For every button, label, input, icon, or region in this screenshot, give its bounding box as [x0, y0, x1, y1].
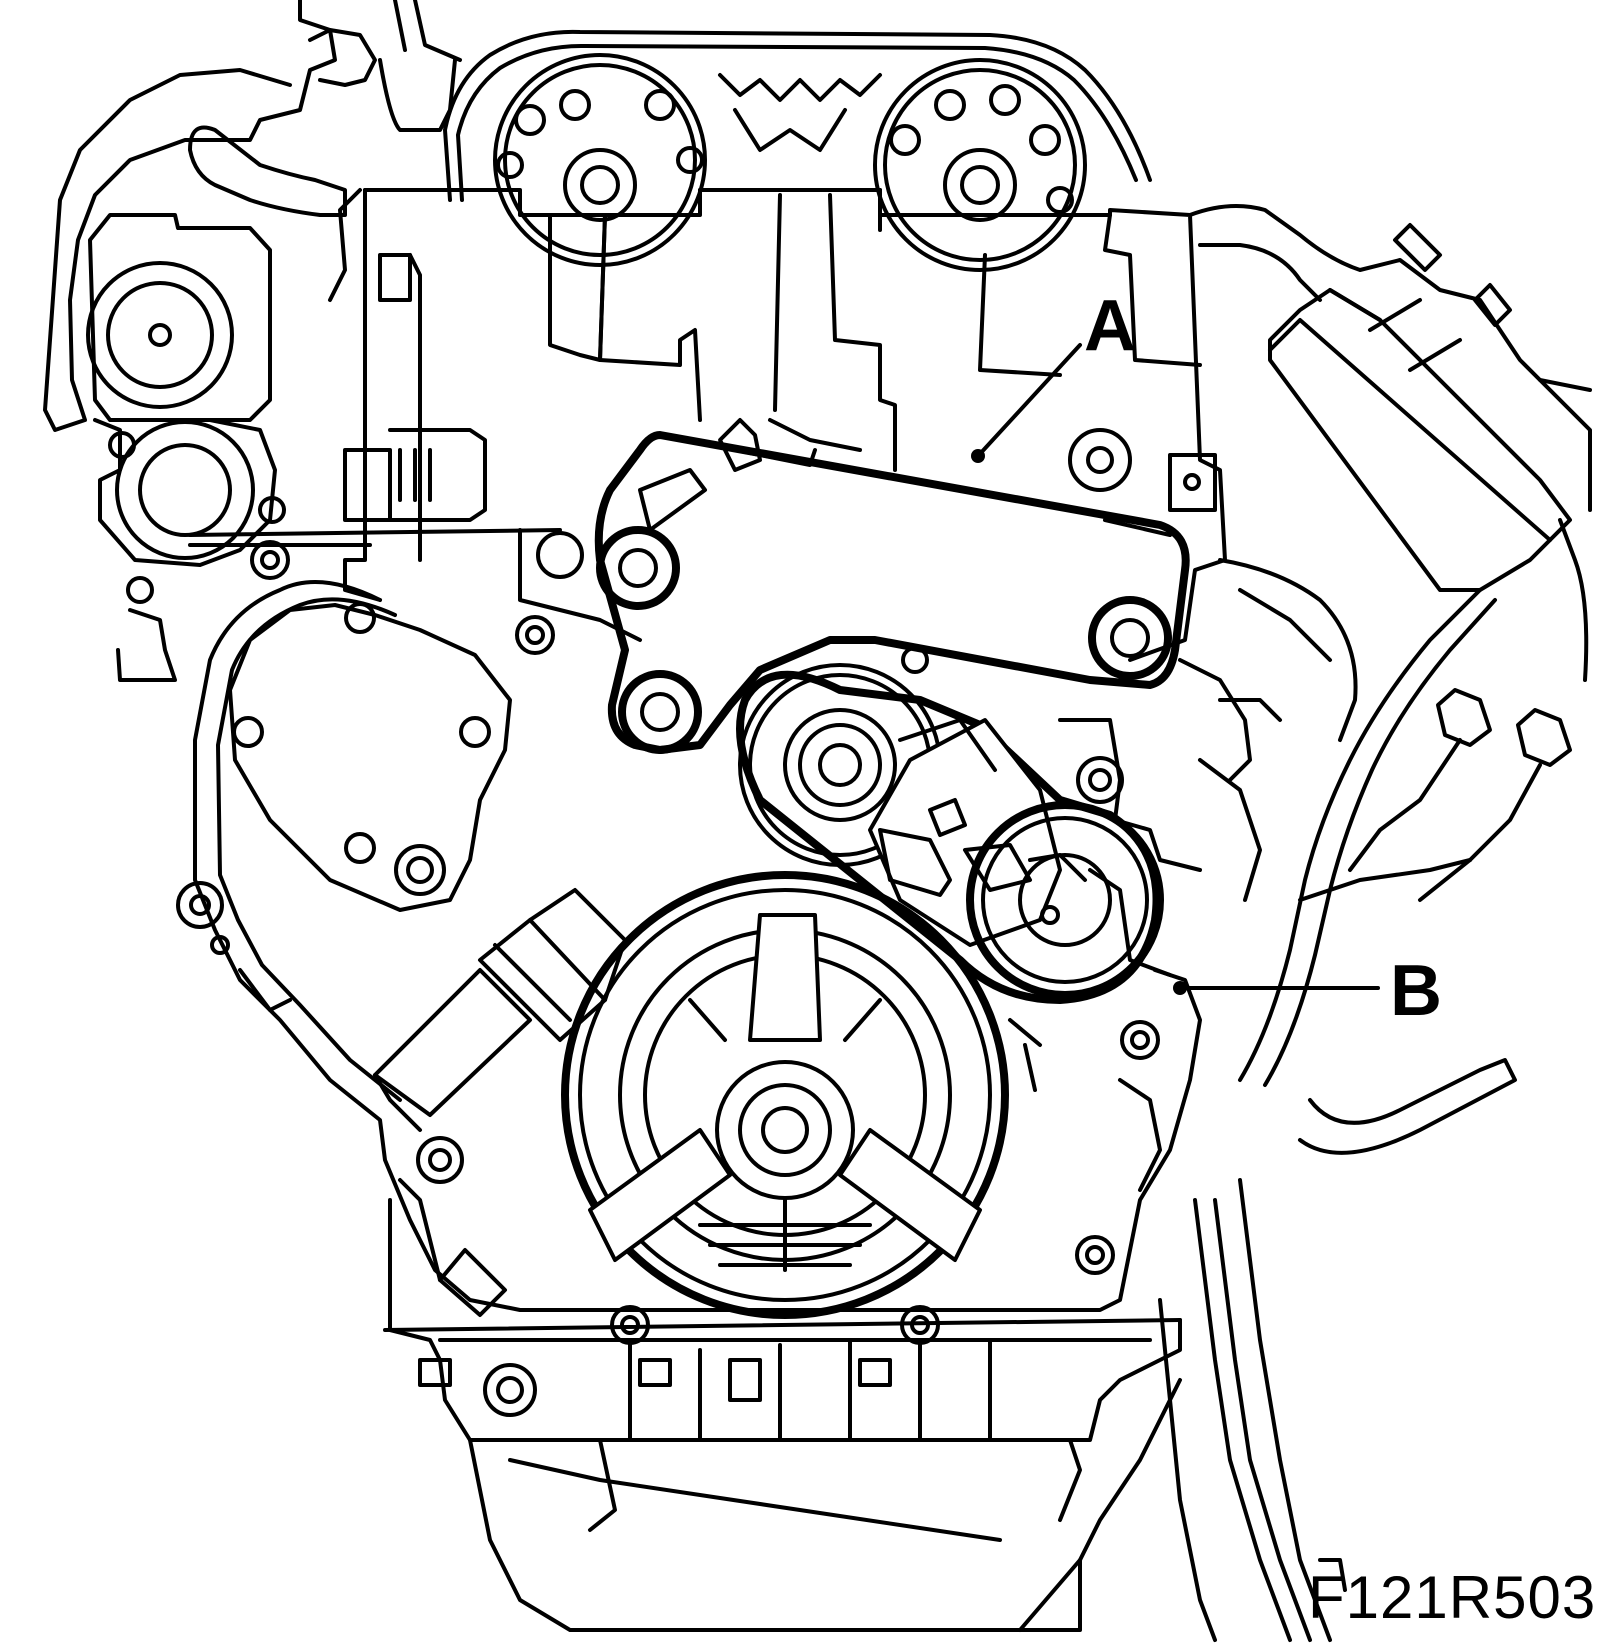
leader-a-dot [971, 449, 985, 463]
leader-b-dot [1173, 981, 1187, 995]
callout-leaders [971, 343, 1380, 995]
oil-pan [383, 1198, 1182, 1632]
callout-label-b: B [1390, 951, 1442, 1031]
upper-timing-housing [343, 188, 1227, 662]
callout-label-a: A [1084, 286, 1136, 366]
leader-a [976, 343, 1082, 458]
intake-and-fuel-lines [1158, 204, 1592, 1642]
crank-sensor [373, 888, 627, 1317]
figure-id: F121R503 [1308, 1564, 1597, 1631]
timing-chain-and-cam-sprockets [443, 29, 1152, 272]
belt-tensioner-b [736, 663, 1164, 1004]
front-timing-cover [176, 528, 1202, 1312]
accessory-bracket-a [594, 431, 1190, 754]
crankshaft-pulley [561, 871, 1042, 1345]
coolant-pump-assembly [43, 0, 462, 682]
